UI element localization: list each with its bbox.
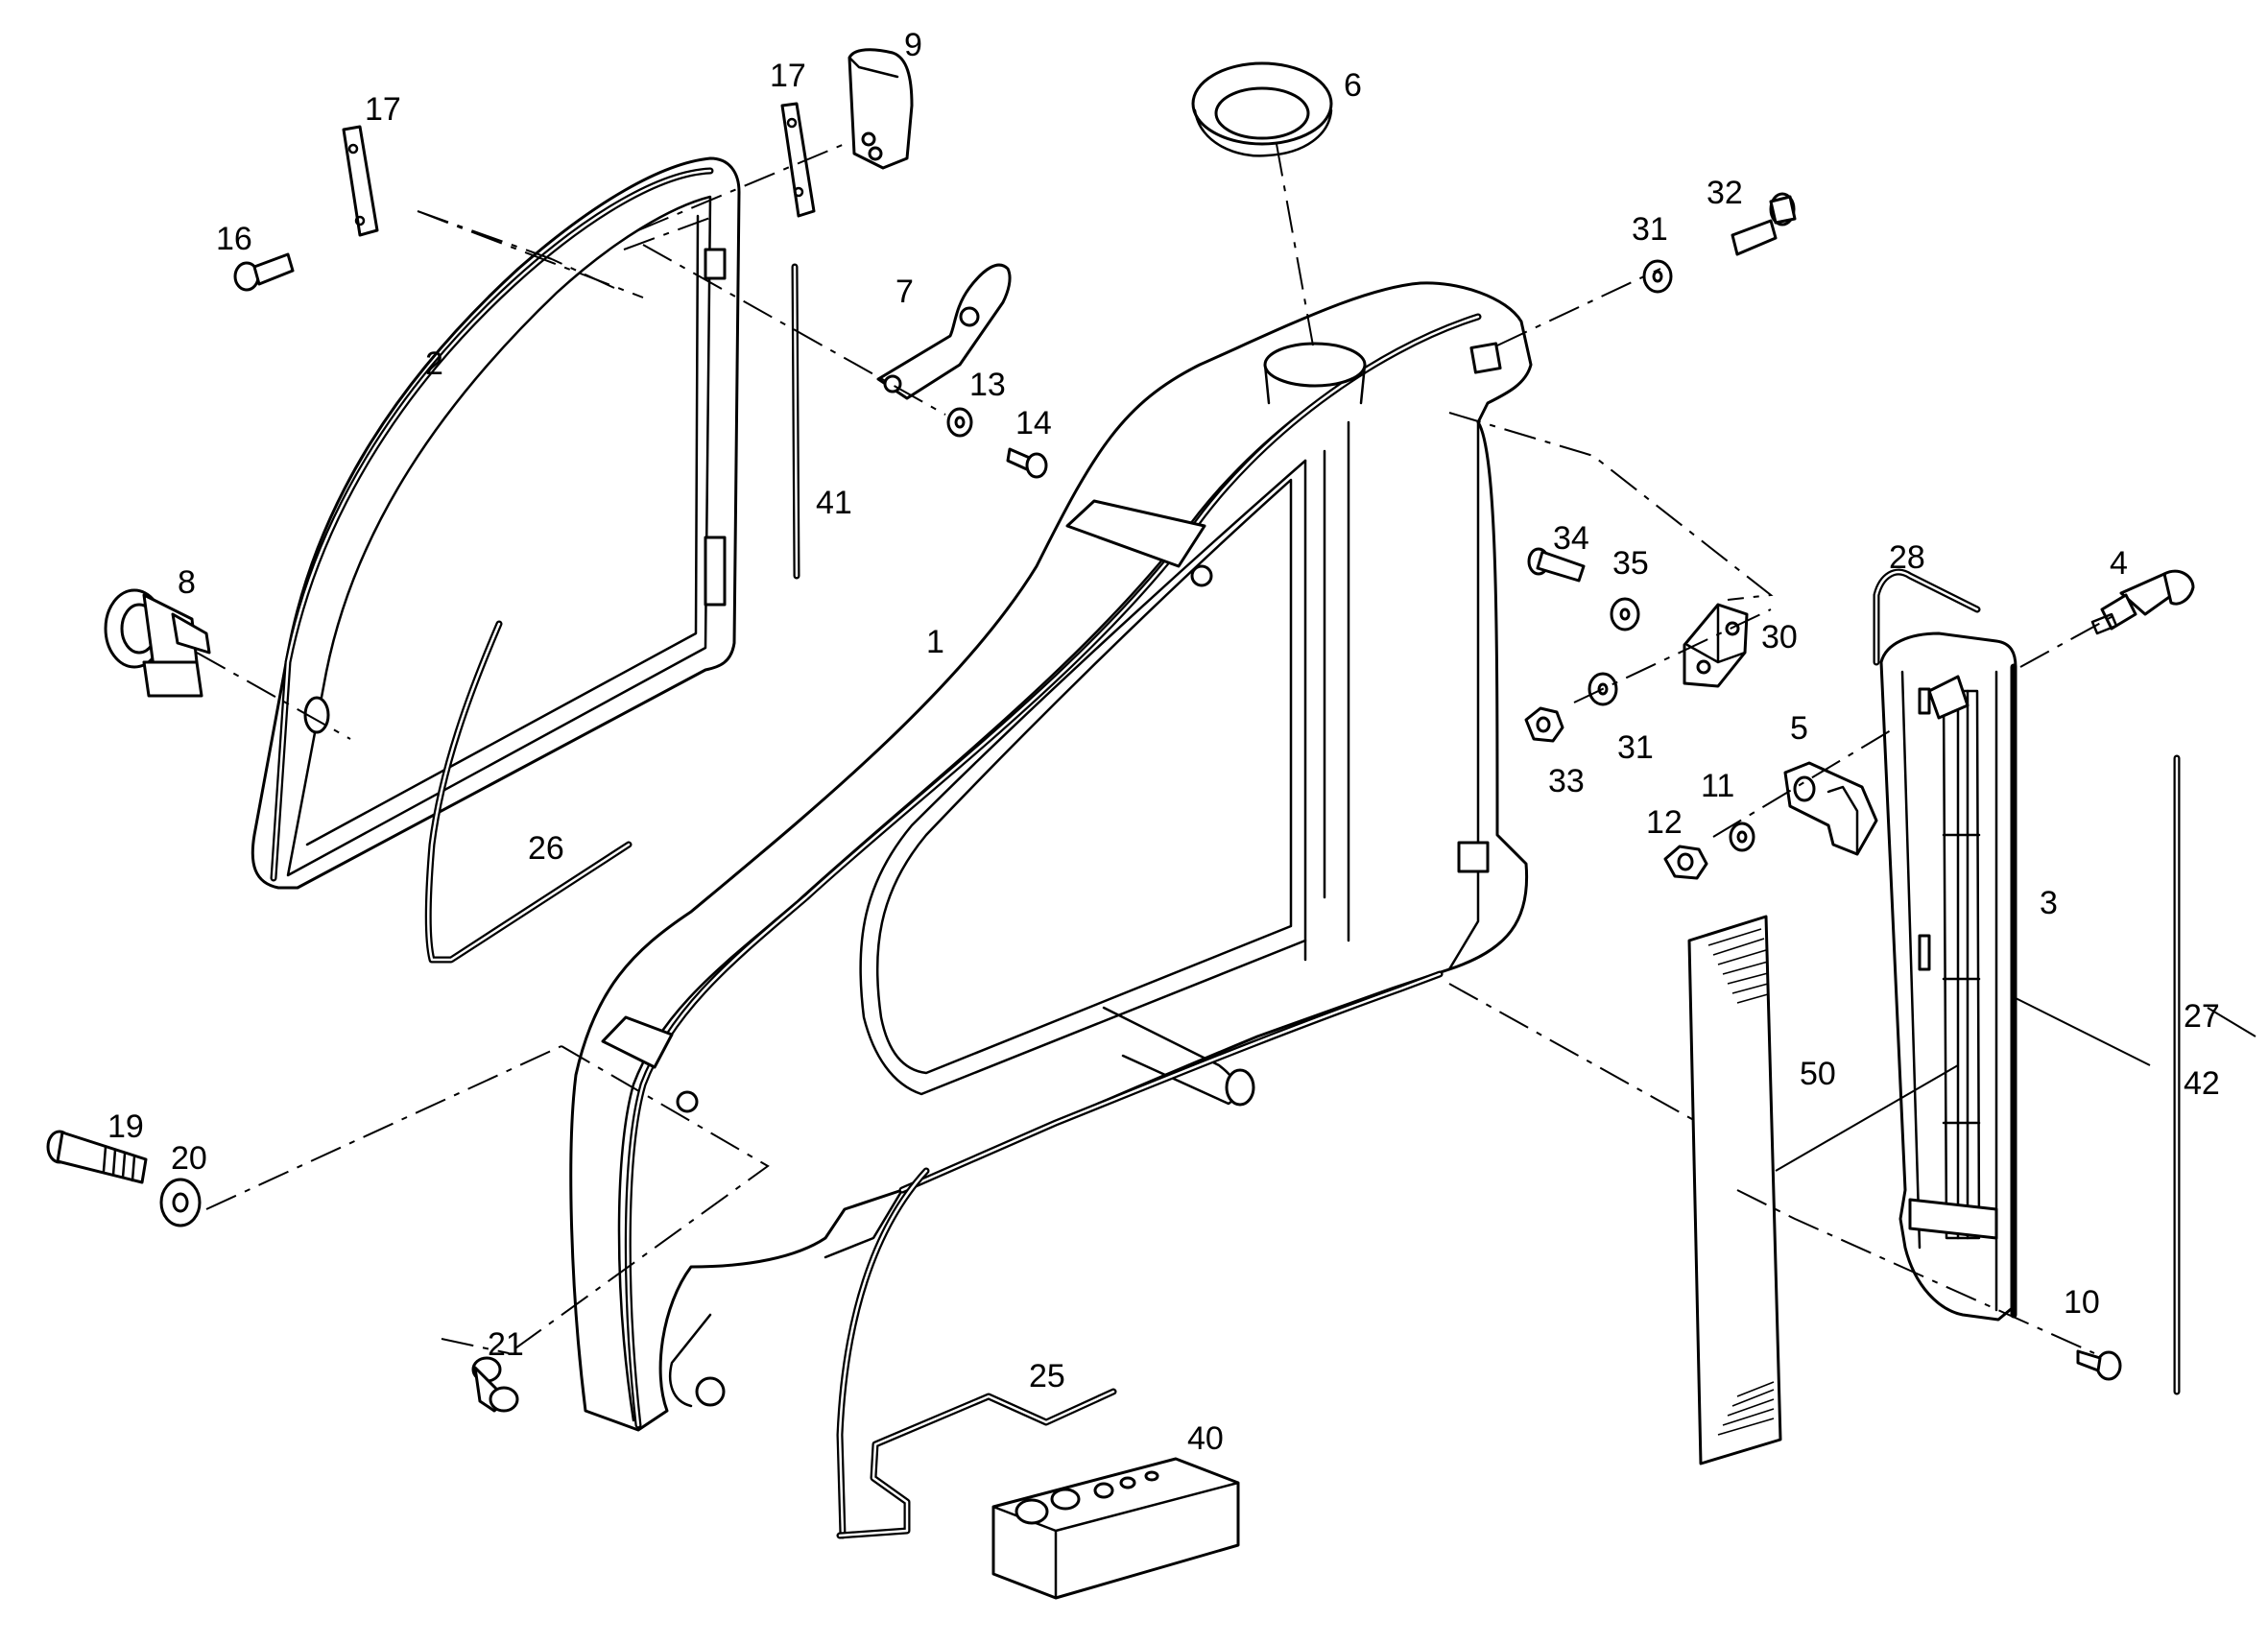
part-14-screw (1006, 447, 1048, 479)
part-11-washer (1729, 822, 1755, 852)
part-26-seal (424, 620, 633, 964)
part-7-clamp (876, 263, 1012, 400)
part-32-bolt (1731, 192, 1797, 256)
part-5-latch-bracket (1783, 761, 1878, 856)
part-4-hinge-bolt (2090, 569, 2195, 635)
callout-13: 13 (969, 367, 1006, 403)
callout-28: 28 (1889, 539, 1925, 576)
part-2-window-frame (251, 156, 741, 890)
part-41-seal-strip (791, 263, 800, 580)
callout-42: 42 (2184, 1065, 2220, 1102)
callout-34: 34 (1553, 520, 1589, 557)
part-40-foam-block (991, 1457, 1240, 1600)
callout-35: 35 (1612, 545, 1649, 582)
callout-14: 14 (1015, 405, 1052, 441)
part-10-screw (2076, 1349, 2122, 1381)
part-50-mesh-panel (1687, 915, 1782, 1465)
part-13-washer (946, 407, 973, 438)
part-17-strap-plate-left (342, 125, 379, 237)
leader-lines (196, 143, 2256, 1354)
callout-50: 50 (1800, 1056, 1836, 1092)
part-8-door-lock (104, 588, 211, 698)
part-19-bolt (46, 1130, 148, 1184)
callout-21: 21 (488, 1326, 524, 1363)
callout-3: 3 (2040, 885, 2058, 921)
callout-11: 11 (1701, 768, 1734, 804)
callout-labels: 1 2 3 4 5 6 7 8 9 10 11 12 13 14 16 17 1… (107, 27, 2220, 1457)
callout-5: 5 (1790, 710, 1808, 747)
part-3-grille-panel (1879, 631, 2017, 1322)
callout-26: 26 (528, 830, 564, 867)
callout-9: 9 (904, 27, 922, 63)
part-16-screw (233, 252, 295, 292)
callout-17-right: 17 (770, 58, 806, 94)
callout-20: 20 (171, 1140, 207, 1177)
part-20-washer (159, 1178, 202, 1227)
callout-33: 33 (1548, 763, 1585, 799)
part-1-side-frame (569, 281, 1533, 1432)
callout-7: 7 (895, 274, 914, 310)
callout-31-top: 31 (1632, 211, 1668, 248)
callout-40: 40 (1187, 1420, 1224, 1457)
callout-41: 41 (816, 485, 852, 521)
callout-8: 8 (178, 564, 196, 601)
callout-31-mid: 31 (1617, 729, 1654, 766)
callout-25: 25 (1029, 1358, 1065, 1394)
callout-2: 2 (425, 345, 443, 382)
part-6-grommet (1191, 61, 1333, 157)
part-33-nut (1524, 706, 1564, 743)
callout-17-left: 17 (365, 91, 401, 128)
part-28-seal (1873, 568, 1981, 666)
part-12-nut (1663, 845, 1708, 880)
callout-12: 12 (1646, 804, 1683, 841)
part-30-bracket (1683, 603, 1749, 688)
part-35-washer (1610, 597, 1640, 631)
part-34-bolt (1527, 547, 1586, 583)
part-21-spacer (471, 1356, 519, 1413)
callout-10: 10 (2064, 1284, 2100, 1321)
callout-16: 16 (216, 221, 252, 257)
callout-27: 27 (2184, 998, 2220, 1035)
part-31-washer-top (1642, 259, 1673, 294)
callout-6: 6 (1344, 67, 1362, 104)
callout-32: 32 (1707, 175, 1743, 211)
part-25-seal (836, 1167, 1117, 1539)
part-17-strap-plate-right (780, 102, 816, 218)
callout-30: 30 (1761, 619, 1798, 655)
part-9-hinge-block (848, 48, 914, 170)
callout-1: 1 (926, 624, 944, 660)
callout-4: 4 (2110, 545, 2128, 582)
callout-19: 19 (107, 1108, 144, 1145)
